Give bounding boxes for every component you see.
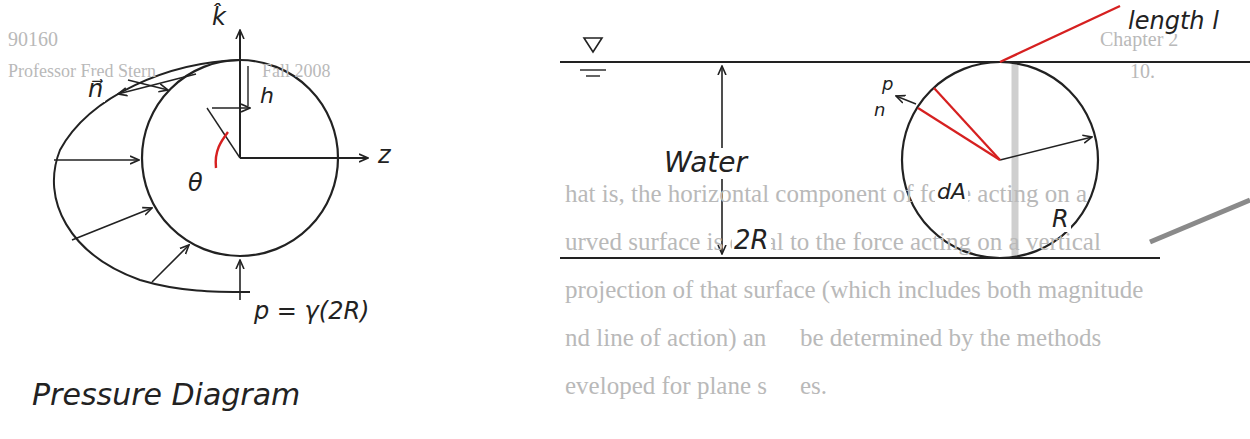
body-text: es. bbox=[800, 372, 827, 400]
vector-label: n bbox=[872, 100, 887, 120]
vector-label: n⃗ bbox=[86, 76, 105, 102]
depth-label: h bbox=[258, 84, 276, 108]
radius-label: R bbox=[1050, 206, 1071, 232]
body-text: eveloped for plane s bbox=[565, 372, 767, 400]
body-text: nd line of action) an bbox=[565, 324, 766, 352]
fluid-label: Water bbox=[662, 148, 749, 179]
length-label: length l bbox=[1126, 8, 1221, 34]
page-header: 90160 bbox=[8, 28, 58, 50]
diagram-title: Pressure Diagram bbox=[30, 378, 302, 411]
pressure-label: p bbox=[880, 74, 895, 94]
axis-label: k̂ bbox=[210, 4, 228, 30]
body-text: urved surface is equal to the force acti… bbox=[565, 228, 1101, 256]
body-text: projection of that surface (which includ… bbox=[565, 276, 1143, 304]
area-label: dA bbox=[935, 180, 968, 204]
pressure-label: p = γ(2R) bbox=[252, 298, 371, 324]
angle-label: θ bbox=[186, 170, 205, 196]
page-header: Professor Fred Stern bbox=[8, 62, 156, 82]
body-text: hat is, the horizontal component of forc… bbox=[565, 180, 1087, 208]
axis-label: z bbox=[376, 142, 393, 168]
page-header: Fall 2008 bbox=[262, 62, 331, 82]
body-text: be determined by the methods bbox=[800, 324, 1101, 352]
page-number: 10. bbox=[1130, 60, 1155, 82]
dimension-label: 2R bbox=[732, 226, 771, 255]
